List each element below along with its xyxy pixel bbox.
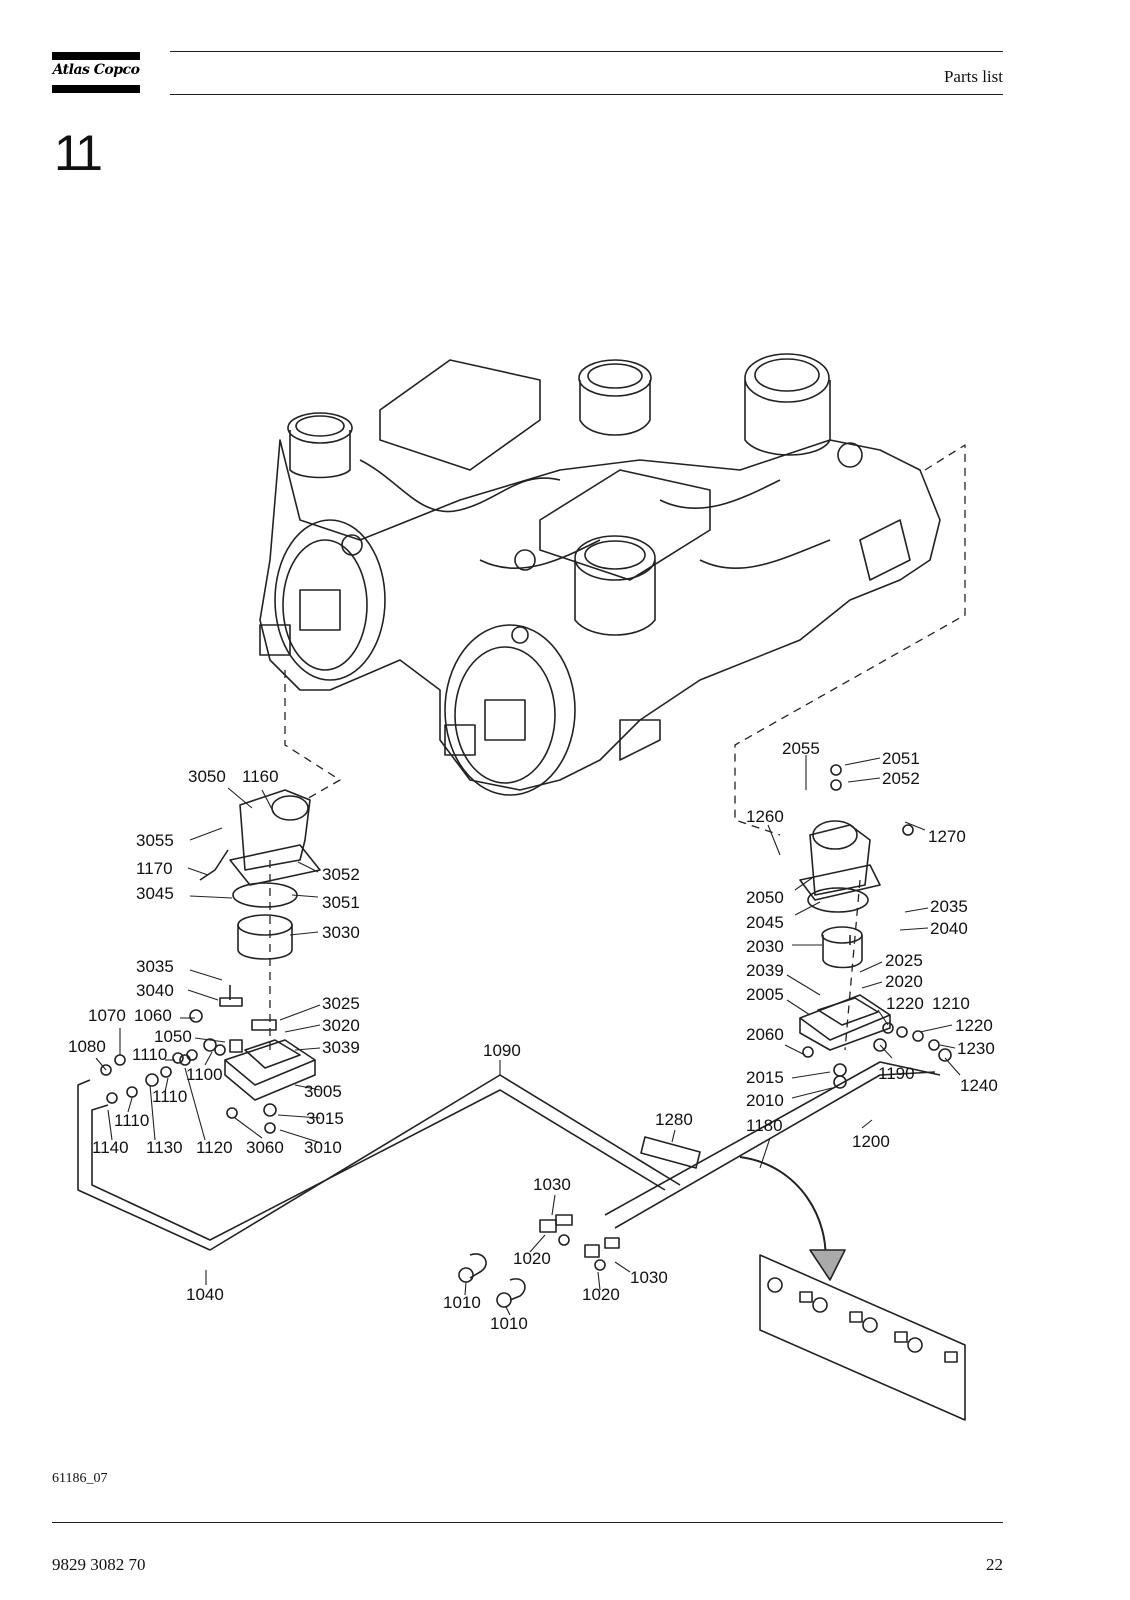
callout-1070: 1070 <box>88 1006 126 1025</box>
callout-1240: 1240 <box>960 1076 998 1095</box>
callout-1270: 1270 <box>928 827 966 846</box>
callout-2015: 2015 <box>746 1068 784 1087</box>
callout-2060: 2060 <box>746 1025 784 1044</box>
document-number: 9829 3082 70 <box>52 1555 146 1574</box>
callout-1110-middle: 1110 <box>152 1087 187 1106</box>
callout-2025: 2025 <box>885 951 923 970</box>
page-number: 22 <box>986 1555 1003 1574</box>
header-rule-bottom <box>170 94 1003 95</box>
callout-1020-upper: 1020 <box>513 1249 551 1268</box>
callout-3030: 3030 <box>322 923 360 942</box>
callout-1180: 1180 <box>746 1116 783 1135</box>
callout-3045: 3045 <box>136 884 174 903</box>
callout-2030: 2030 <box>746 937 784 956</box>
callout-1160: 1160 <box>242 767 279 786</box>
callout-2045: 2045 <box>746 913 784 932</box>
callout-3015: 3015 <box>306 1109 344 1128</box>
atlas-copco-logo: Atlas Copco <box>52 50 140 95</box>
decal-callout <box>640 1136 966 1421</box>
callout-1090: 1090 <box>483 1041 521 1060</box>
callout-1170: 1170 <box>136 859 173 878</box>
footer-rule <box>52 1522 1003 1523</box>
callout-1100: 1100 <box>186 1065 223 1084</box>
callout-1130: 1130 <box>146 1138 183 1157</box>
callout-1030-upper: 1030 <box>533 1175 571 1194</box>
callout-3020: 3020 <box>322 1016 360 1035</box>
callout-2051: 2051 <box>882 749 920 768</box>
callout-1030-lower: 1030 <box>630 1268 668 1287</box>
header-rule-top <box>170 51 1003 52</box>
callout-2005: 2005 <box>746 985 784 1004</box>
callout-labels: 2055 2051 2052 1260 1270 2050 2045 2035 … <box>68 739 998 1333</box>
callout-2052: 2052 <box>882 769 920 788</box>
callout-3005: 3005 <box>304 1082 342 1101</box>
callout-1120: 1120 <box>196 1138 233 1157</box>
callout-1190: 1190 <box>878 1064 915 1083</box>
callout-2050: 2050 <box>746 888 784 907</box>
callout-3060: 3060 <box>246 1138 284 1157</box>
callout-1210: 1210 <box>932 994 970 1013</box>
callout-3050: 3050 <box>188 767 226 786</box>
callout-1010-right: 1010 <box>490 1314 528 1333</box>
callout-3025: 3025 <box>322 994 360 1013</box>
callout-1200: 1200 <box>852 1132 890 1151</box>
callout-1040: 1040 <box>186 1285 224 1304</box>
callout-1220-upper: 1220 <box>886 994 924 1013</box>
callout-3010: 3010 <box>304 1138 342 1157</box>
callout-1230: 1230 <box>957 1039 995 1058</box>
left-valve-assembly <box>100 789 321 1134</box>
callout-2010: 2010 <box>746 1091 784 1110</box>
callout-1080: 1080 <box>68 1037 106 1056</box>
callout-3035: 3035 <box>136 957 174 976</box>
callout-1220-lower: 1220 <box>955 1016 993 1035</box>
callout-3055: 3055 <box>136 831 174 850</box>
figure-code: 61186_07 <box>52 1471 108 1486</box>
callout-1110-upper: 1110 <box>132 1045 167 1064</box>
logo-bar-top <box>52 52 140 60</box>
callout-1020-lower: 1020 <box>582 1285 620 1304</box>
callout-1060: 1060 <box>134 1006 172 1025</box>
callout-1110-lower: 1110 <box>114 1111 149 1130</box>
callout-2020: 2020 <box>885 972 923 991</box>
callout-3051: 3051 <box>322 893 360 912</box>
callout-1280: 1280 <box>655 1110 693 1129</box>
callout-3052: 3052 <box>322 865 360 884</box>
callout-3039: 3039 <box>322 1038 360 1057</box>
callout-2035: 2035 <box>930 897 968 916</box>
compressor-block <box>259 353 941 796</box>
section-number: 11 <box>54 125 103 181</box>
callout-1140: 1140 <box>92 1138 129 1157</box>
callout-1050: 1050 <box>154 1027 192 1046</box>
callout-2055: 2055 <box>782 739 820 758</box>
header-title: Parts list <box>943 67 1003 86</box>
leader-lines <box>95 755 961 1316</box>
callout-1010-left: 1010 <box>443 1293 481 1312</box>
logo-brand-text: Atlas Copco <box>52 62 140 78</box>
logo-bar-bottom <box>52 85 140 93</box>
right-valve-assembly <box>799 764 952 1089</box>
callout-2039: 2039 <box>746 961 784 980</box>
callout-3040: 3040 <box>136 981 174 1000</box>
callout-2040: 2040 <box>930 919 968 938</box>
callout-1260: 1260 <box>746 807 784 826</box>
